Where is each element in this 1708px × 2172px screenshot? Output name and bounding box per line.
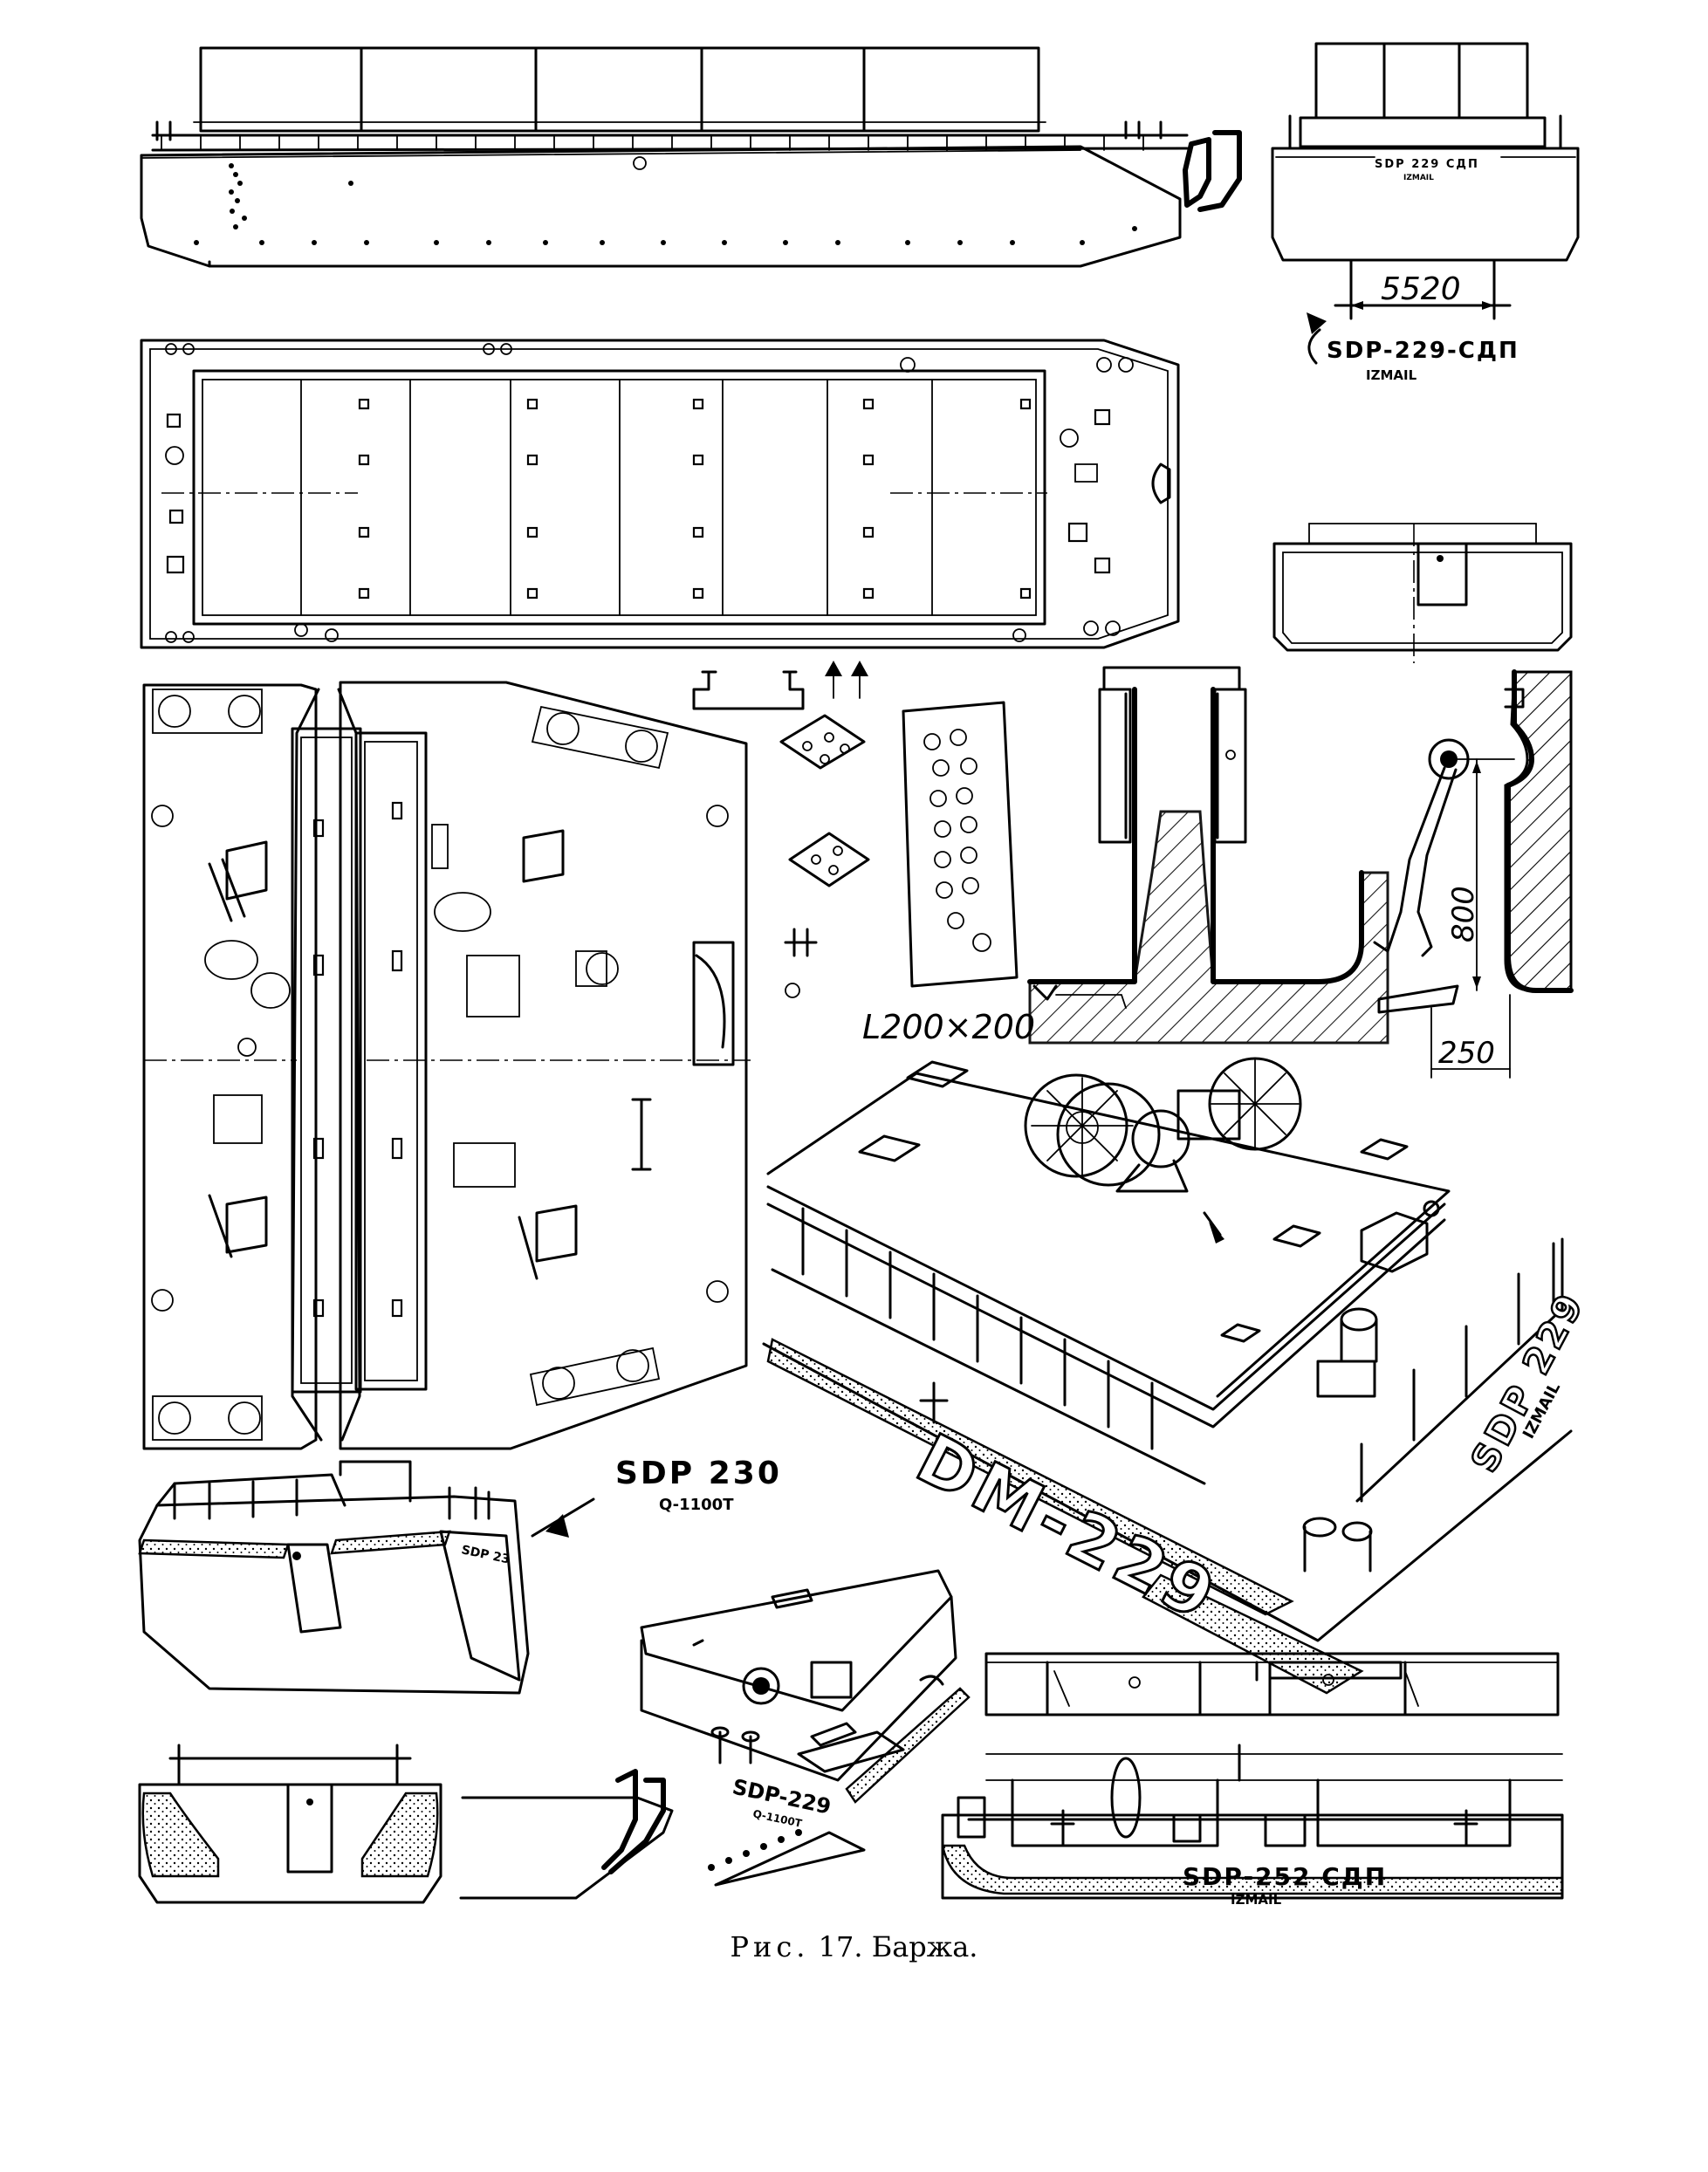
stern-end-view-bottom bbox=[138, 1744, 674, 1904]
side-elevation-view bbox=[140, 46, 1242, 268]
hull-section-detail: L200×200 bbox=[862, 666, 1389, 1046]
offset-dimension: 250 bbox=[1438, 1036, 1495, 1071]
sdp230-capacity: Q-1100T bbox=[659, 1496, 734, 1514]
end-view-small bbox=[1272, 523, 1573, 663]
sdp252-port: IZMAIL bbox=[1231, 1892, 1282, 1908]
bow-deck-plan bbox=[142, 681, 751, 1450]
stern-hull-name: SDP 229 СДП bbox=[1375, 158, 1479, 171]
sdp229-callout-port: IZMAIL bbox=[1366, 367, 1417, 383]
figure-caption: Рис. 17. Баржа. bbox=[0, 1930, 1708, 1963]
stern-end-view: SDP 229 СДП IZMAIL 5520 SDP-229-СДП IZMA… bbox=[1271, 42, 1580, 383]
sdp252-elevations: SDP-252 СДП IZMAIL bbox=[941, 1652, 1564, 1908]
sdp229-callout-name: SDP-229-СДП bbox=[1327, 338, 1519, 364]
sdp230-hull-marking: SDP 23 bbox=[460, 1543, 511, 1566]
winch-drawing bbox=[1024, 1057, 1302, 1244]
height-dimension: 800 bbox=[1446, 886, 1481, 942]
caption-number: 17. bbox=[818, 1930, 863, 1963]
caption-title: Баржа. bbox=[871, 1930, 978, 1963]
stern-hull-port: IZMAIL bbox=[1403, 174, 1434, 182]
fender-detail: 800 250 bbox=[1373, 669, 1574, 1079]
isometric-stern-detail: SDP-229 Q-1100T bbox=[640, 1569, 971, 1887]
fitting-details bbox=[692, 661, 1019, 998]
dm229-hull-marking: DM-229 bbox=[904, 1420, 1231, 1638]
sdp230-name: SDP 230 bbox=[615, 1456, 782, 1491]
plan-view bbox=[140, 339, 1180, 649]
angle-profile-label: L200×200 bbox=[862, 1008, 1035, 1046]
isometric-bow-view: DM-229 SDP 229 IZMAIL bbox=[762, 1057, 1594, 1695]
sdp229-side-marking: SDP 229 bbox=[1463, 1285, 1593, 1479]
caption-prefix: Рис. bbox=[730, 1930, 810, 1963]
sdp230-bow-view: SDP 230 Q-1100T SDP 23 bbox=[138, 1456, 782, 1695]
width-dimension: 5520 bbox=[1381, 271, 1461, 307]
sdp252-name: SDP-252 СДП bbox=[1183, 1862, 1387, 1891]
